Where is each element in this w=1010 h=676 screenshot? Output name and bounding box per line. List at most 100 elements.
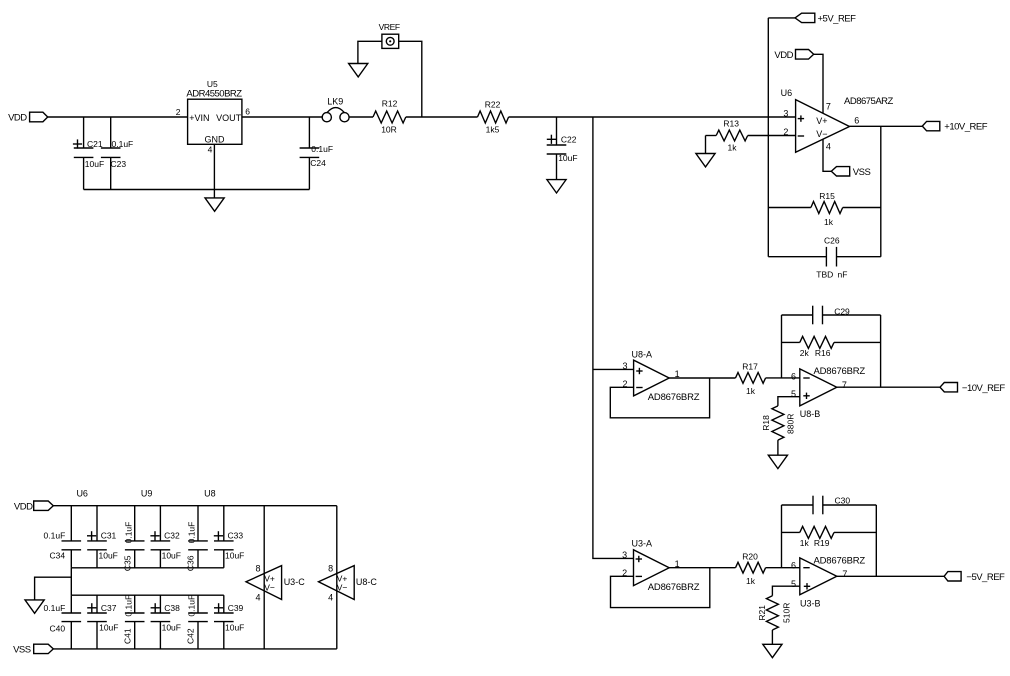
svg-text:+10V_REF: +10V_REF: [944, 122, 987, 133]
svg-text:C26: C26: [824, 236, 840, 246]
svg-text:10uF: 10uF: [558, 153, 577, 163]
svg-text:880R: 880R: [786, 414, 796, 434]
svg-text:C40: C40: [50, 623, 66, 633]
svg-text:−10V_REF: −10V_REF: [962, 383, 1005, 394]
svg-text:C22: C22: [561, 134, 577, 144]
svg-text:6: 6: [245, 107, 250, 117]
svg-text:6: 6: [854, 116, 859, 126]
svg-text:0.1uF: 0.1uF: [112, 139, 134, 149]
svg-text:C32: C32: [164, 531, 180, 541]
svg-text:1k: 1k: [746, 576, 756, 586]
svg-text:−5V_REF: −5V_REF: [966, 572, 1005, 583]
svg-text:C35: C35: [122, 555, 132, 571]
svg-text:0.1uF: 0.1uF: [187, 522, 197, 544]
svg-text:2k: 2k: [800, 348, 810, 358]
svg-text:10uF: 10uF: [225, 550, 244, 560]
svg-text:1k: 1k: [746, 386, 756, 396]
svg-text:10uF: 10uF: [85, 159, 104, 169]
svg-text:AD8676BRZ: AD8676BRZ: [814, 366, 866, 377]
svg-text:+5V_REF: +5V_REF: [818, 13, 857, 24]
svg-text:C33: C33: [228, 531, 244, 541]
svg-text:510R: 510R: [782, 603, 792, 623]
svg-text:VDD: VDD: [8, 113, 27, 124]
svg-text:10uF: 10uF: [225, 622, 244, 632]
svg-text:VSS: VSS: [13, 645, 31, 656]
svg-text:V−: V−: [264, 583, 275, 593]
svg-text:V−: V−: [816, 129, 827, 139]
svg-text:C24: C24: [310, 158, 326, 168]
svg-text:VDD: VDD: [774, 50, 793, 61]
svg-text:5: 5: [791, 389, 796, 399]
svg-text:0.1uF: 0.1uF: [311, 144, 333, 154]
svg-text:VSS: VSS: [853, 167, 871, 178]
svg-text:C41: C41: [122, 628, 132, 644]
svg-text:U8-B: U8-B: [800, 409, 821, 419]
svg-text:R22: R22: [485, 100, 501, 110]
svg-text:R12: R12: [382, 99, 398, 109]
svg-text:8: 8: [255, 563, 260, 573]
svg-text:3: 3: [622, 550, 627, 560]
svg-text:R13: R13: [723, 118, 739, 128]
svg-text:10R: 10R: [381, 125, 397, 135]
svg-text:1k: 1k: [728, 143, 738, 153]
svg-text:7: 7: [826, 102, 831, 112]
svg-text:V+: V+: [337, 574, 348, 584]
svg-text:R18: R18: [761, 415, 771, 431]
svg-text:7: 7: [842, 380, 847, 390]
svg-text:V+: V+: [816, 116, 827, 126]
svg-text:AD8676BRZ: AD8676BRZ: [814, 556, 866, 567]
svg-text:VOUT: VOUT: [216, 113, 242, 123]
svg-text:R20: R20: [742, 551, 758, 561]
svg-text:U6: U6: [781, 88, 793, 98]
svg-text:U3-C: U3-C: [284, 577, 306, 587]
svg-text:C30: C30: [835, 496, 851, 506]
svg-text:U8-C: U8-C: [356, 577, 378, 587]
svg-text:0.1uF: 0.1uF: [44, 603, 66, 613]
svg-text:2: 2: [622, 568, 627, 578]
svg-text:+VIN: +VIN: [189, 113, 209, 123]
svg-text:U8-A: U8-A: [632, 350, 653, 360]
svg-text:1k5: 1k5: [486, 124, 500, 134]
svg-text:10uF: 10uF: [162, 622, 181, 632]
svg-text:R19: R19: [814, 538, 830, 548]
svg-text:3: 3: [622, 361, 627, 371]
svg-text:C34: C34: [50, 550, 66, 560]
svg-text:7: 7: [842, 569, 847, 579]
svg-text:C36: C36: [186, 555, 196, 571]
svg-text:U3-B: U3-B: [800, 599, 821, 609]
svg-text:4: 4: [328, 592, 333, 602]
svg-text:C29: C29: [834, 307, 850, 317]
svg-text:2: 2: [783, 127, 788, 137]
svg-text:AD8676BRZ: AD8676BRZ: [648, 582, 700, 593]
svg-text:R21: R21: [757, 605, 767, 621]
svg-text:0.1uF: 0.1uF: [123, 595, 133, 617]
svg-text:ADR4550BRZ: ADR4550BRZ: [186, 89, 242, 100]
svg-text:3: 3: [783, 109, 788, 119]
svg-text:C42: C42: [186, 628, 196, 644]
svg-text:1: 1: [675, 369, 680, 379]
svg-text:R17: R17: [742, 362, 758, 372]
svg-text:U9: U9: [141, 489, 153, 499]
svg-text:R16: R16: [815, 348, 831, 358]
svg-text:GND: GND: [205, 134, 226, 144]
svg-text:1k: 1k: [824, 217, 834, 227]
svg-text:8: 8: [328, 563, 333, 573]
svg-text:C39: C39: [228, 603, 244, 613]
svg-text:V−: V−: [337, 583, 348, 593]
svg-text:R15: R15: [819, 191, 835, 201]
svg-text:C38: C38: [164, 603, 180, 613]
svg-text:1k: 1k: [800, 538, 810, 548]
svg-text:6: 6: [791, 560, 796, 570]
svg-text:4: 4: [208, 144, 213, 154]
svg-text:U6: U6: [76, 489, 88, 499]
svg-text:TBD: TBD: [816, 269, 833, 279]
svg-text:1: 1: [675, 559, 680, 569]
svg-text:2: 2: [176, 107, 181, 117]
svg-text:10uF: 10uF: [99, 622, 118, 632]
svg-text:U3-A: U3-A: [632, 538, 653, 548]
svg-text:C21: C21: [87, 139, 103, 149]
svg-text:U5: U5: [207, 79, 218, 89]
svg-text:nF: nF: [838, 269, 848, 279]
svg-text:V+: V+: [264, 574, 275, 584]
svg-text:2: 2: [622, 379, 627, 389]
